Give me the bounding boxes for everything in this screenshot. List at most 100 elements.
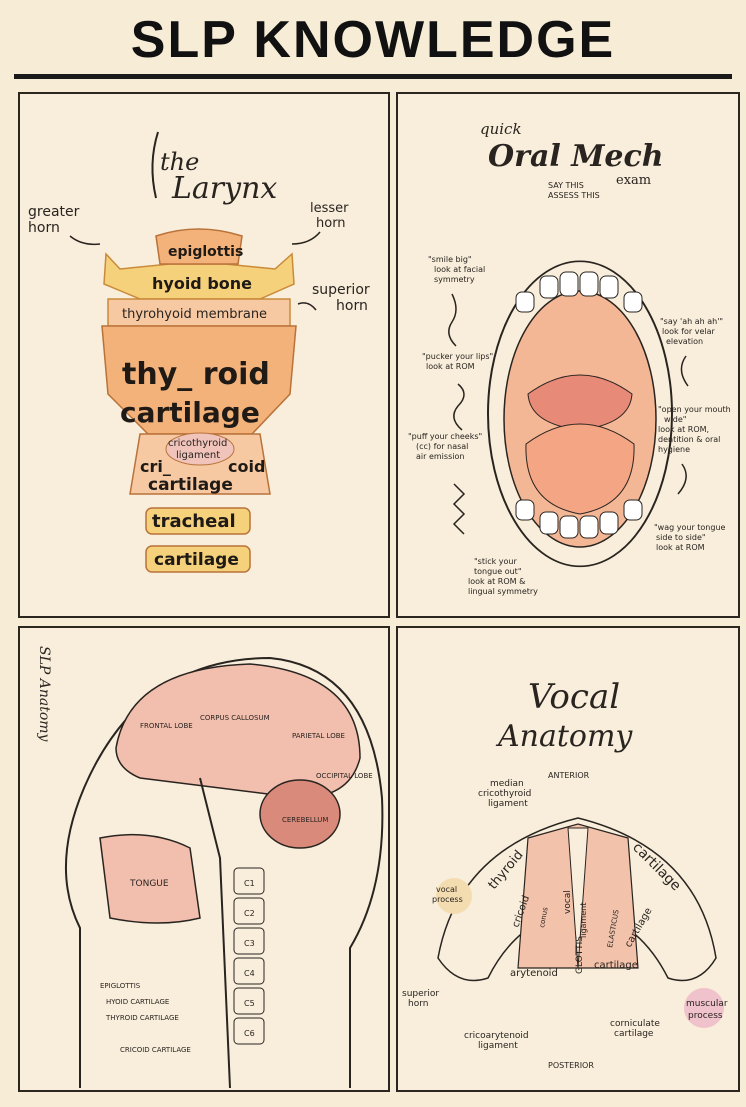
vocal-heading-1: Vocal	[528, 677, 620, 717]
corpus-callosum-label: CORPUS CALLOSUM	[200, 714, 270, 722]
right-step3-assess-2: look at ROM	[656, 543, 705, 552]
tracheal-label: tracheal	[152, 511, 236, 532]
slp-anatomy-panel: SLP Anatomy FRONTAL LOBE CORPUS CALLOSUM…	[18, 626, 390, 1092]
corniculate-label-1: corniculate	[610, 1019, 660, 1029]
cerebellum-shape	[259, 779, 341, 849]
tracheal-cartilage-label: cartilage	[154, 550, 239, 570]
squiggle-arrow-1	[448, 293, 457, 347]
thyroid-cartilage-label: THYROID CARTILAGE	[105, 1014, 179, 1022]
step4-assess-3: lingual symmetry	[468, 587, 538, 596]
right-step1-assess-2: elevation	[666, 337, 703, 346]
epiglottis-label-anat: EPIGLOTTIS	[100, 982, 141, 990]
right-arrow-2	[677, 463, 687, 495]
superior-horn-label-2: horn	[336, 298, 368, 314]
oral-mech-exam: exam	[616, 173, 651, 188]
superior-horn-label-1: superior	[312, 282, 370, 298]
median-label-3: ligament	[488, 799, 528, 809]
tracheal-ring-2	[145, 545, 251, 573]
greater-horn-label-2: horn	[28, 220, 60, 236]
title-bar: SLP KNOWLEDGE	[14, 6, 732, 74]
c1-label: C1	[244, 879, 255, 888]
oral-mech-panel: quick Oral Mech exam SAY THIS ASSESS THI…	[396, 92, 740, 618]
right-step2-assess-2: look at ROM,	[658, 425, 709, 434]
right-step2-say: "open your mouth	[658, 405, 731, 414]
thyroid-label-2: cartilage	[120, 396, 260, 429]
right-step3-assess-1: side to side"	[656, 533, 706, 542]
hyoid-cartilage-label: HYOID CARTILAGE	[106, 998, 169, 1006]
corniculate-label-2: cartilage	[614, 1029, 654, 1039]
cricoid-cartilage-label: CRICOID CARTILAGE	[120, 1046, 191, 1054]
arrow-lesser-horn	[291, 231, 321, 245]
lower-teeth	[515, 499, 643, 539]
cricothyroid-label-2: ligament	[176, 450, 220, 461]
parietal-lobe-label: PARIETAL LOBE	[292, 732, 345, 740]
step1-assess-2: symmetry	[434, 275, 475, 284]
cerebellum-label: CEREBELLUM	[282, 816, 328, 824]
larynx-illustration: the Larynx greater horn lesser horn supe…	[28, 131, 370, 573]
larynx-panel: the Larynx greater horn lesser horn supe…	[18, 92, 390, 618]
conus-label: conus	[538, 906, 550, 928]
c4-label: C4	[244, 969, 255, 978]
step3-assess-1: (cc) for nasal	[416, 442, 468, 451]
zigzag-arrow	[452, 483, 466, 535]
vertebrae	[233, 867, 265, 1045]
step1-say: "smile big"	[428, 255, 472, 264]
tongue-shape	[99, 833, 201, 924]
larynx-heading-main: Larynx	[171, 171, 277, 206]
legend-assess: ASSESS THIS	[548, 191, 600, 200]
right-step3-say: "wag your tongue	[654, 523, 726, 532]
cricothyroid-ligament-shape	[165, 432, 235, 466]
vocal-anatomy-illustration: Vocal Anatomy ANTERIOR POSTERIOR median …	[402, 677, 728, 1070]
legend-say: SAY THIS	[548, 181, 584, 190]
superior-horn-label-v2: horn	[408, 999, 428, 1009]
right-step1-assess-1: look for velar	[662, 327, 716, 336]
step1-assess-1: look at facial	[434, 265, 485, 274]
ligament-label: ligament	[579, 903, 588, 938]
brainstem	[199, 777, 231, 1089]
muscular-process-label-1: muscular	[686, 999, 728, 1009]
cricoarytenoid-label-1: cricoarytenoid	[464, 1031, 529, 1041]
step3-say: "puff your cheeks"	[408, 432, 482, 441]
upper-teeth	[515, 271, 643, 313]
vocal-label: vocal	[563, 890, 573, 914]
cricothyroid-label-1: cricothyroid	[168, 438, 227, 449]
arrow-greater-horn	[69, 235, 101, 246]
anterior-label: ANTERIOR	[548, 771, 590, 780]
occipital-lobe-label: OCCIPITAL LOBE	[316, 772, 373, 780]
slp-anatomy-heading: SLP Anatomy	[36, 646, 52, 743]
thyroid-label-1: thy_ roid	[122, 357, 270, 392]
vocal-anatomy-panel: Vocal Anatomy ANTERIOR POSTERIOR median …	[396, 626, 740, 1092]
median-label-1: median	[490, 779, 524, 789]
brain	[115, 663, 361, 799]
muscular-process-label-2: process	[688, 1011, 723, 1021]
vocal-heading-2: Anatomy	[495, 719, 633, 754]
c5-label: C5	[244, 999, 255, 1008]
c3-label: C3	[244, 939, 255, 948]
cricoid-label-2: coid	[228, 457, 265, 476]
step4-assess-1: tongue out"	[474, 567, 522, 576]
arrow-superior-horn	[297, 302, 317, 311]
oral-mech-quick: quick	[480, 120, 522, 138]
larynx-heading-the: the	[160, 148, 199, 176]
right-arrow-1	[680, 355, 689, 387]
right-step2-assess-1: wide"	[664, 415, 686, 424]
glottis-label: GLOTTIS	[575, 936, 585, 974]
lesser-horn-label-1: lesser	[310, 201, 349, 216]
step2-say: "pucker your lips"	[422, 352, 493, 361]
vocal-process-label-1: vocal	[436, 885, 457, 894]
c2-label: C2	[244, 909, 255, 918]
poster-title: SLP KNOWLEDGE	[130, 11, 616, 69]
oral-mech-heading: Oral Mech	[488, 139, 664, 174]
right-step2-assess-3: dentition & oral	[658, 435, 720, 444]
epiglottis-shape	[155, 228, 243, 265]
posterior-label: POSTERIOR	[548, 1061, 594, 1070]
thyrohyoid-membrane-label: thyrohyoid membrane	[122, 307, 267, 322]
cricoid-label-3: cartilage	[148, 475, 233, 495]
muscular-process-dot	[684, 988, 724, 1028]
tongue	[525, 423, 635, 515]
vocal-process-dot	[436, 878, 472, 914]
glottis-shape	[567, 827, 589, 969]
squiggle-arrow-2	[453, 383, 465, 431]
right-step1-say: "say 'ah ah ah'"	[660, 317, 723, 326]
